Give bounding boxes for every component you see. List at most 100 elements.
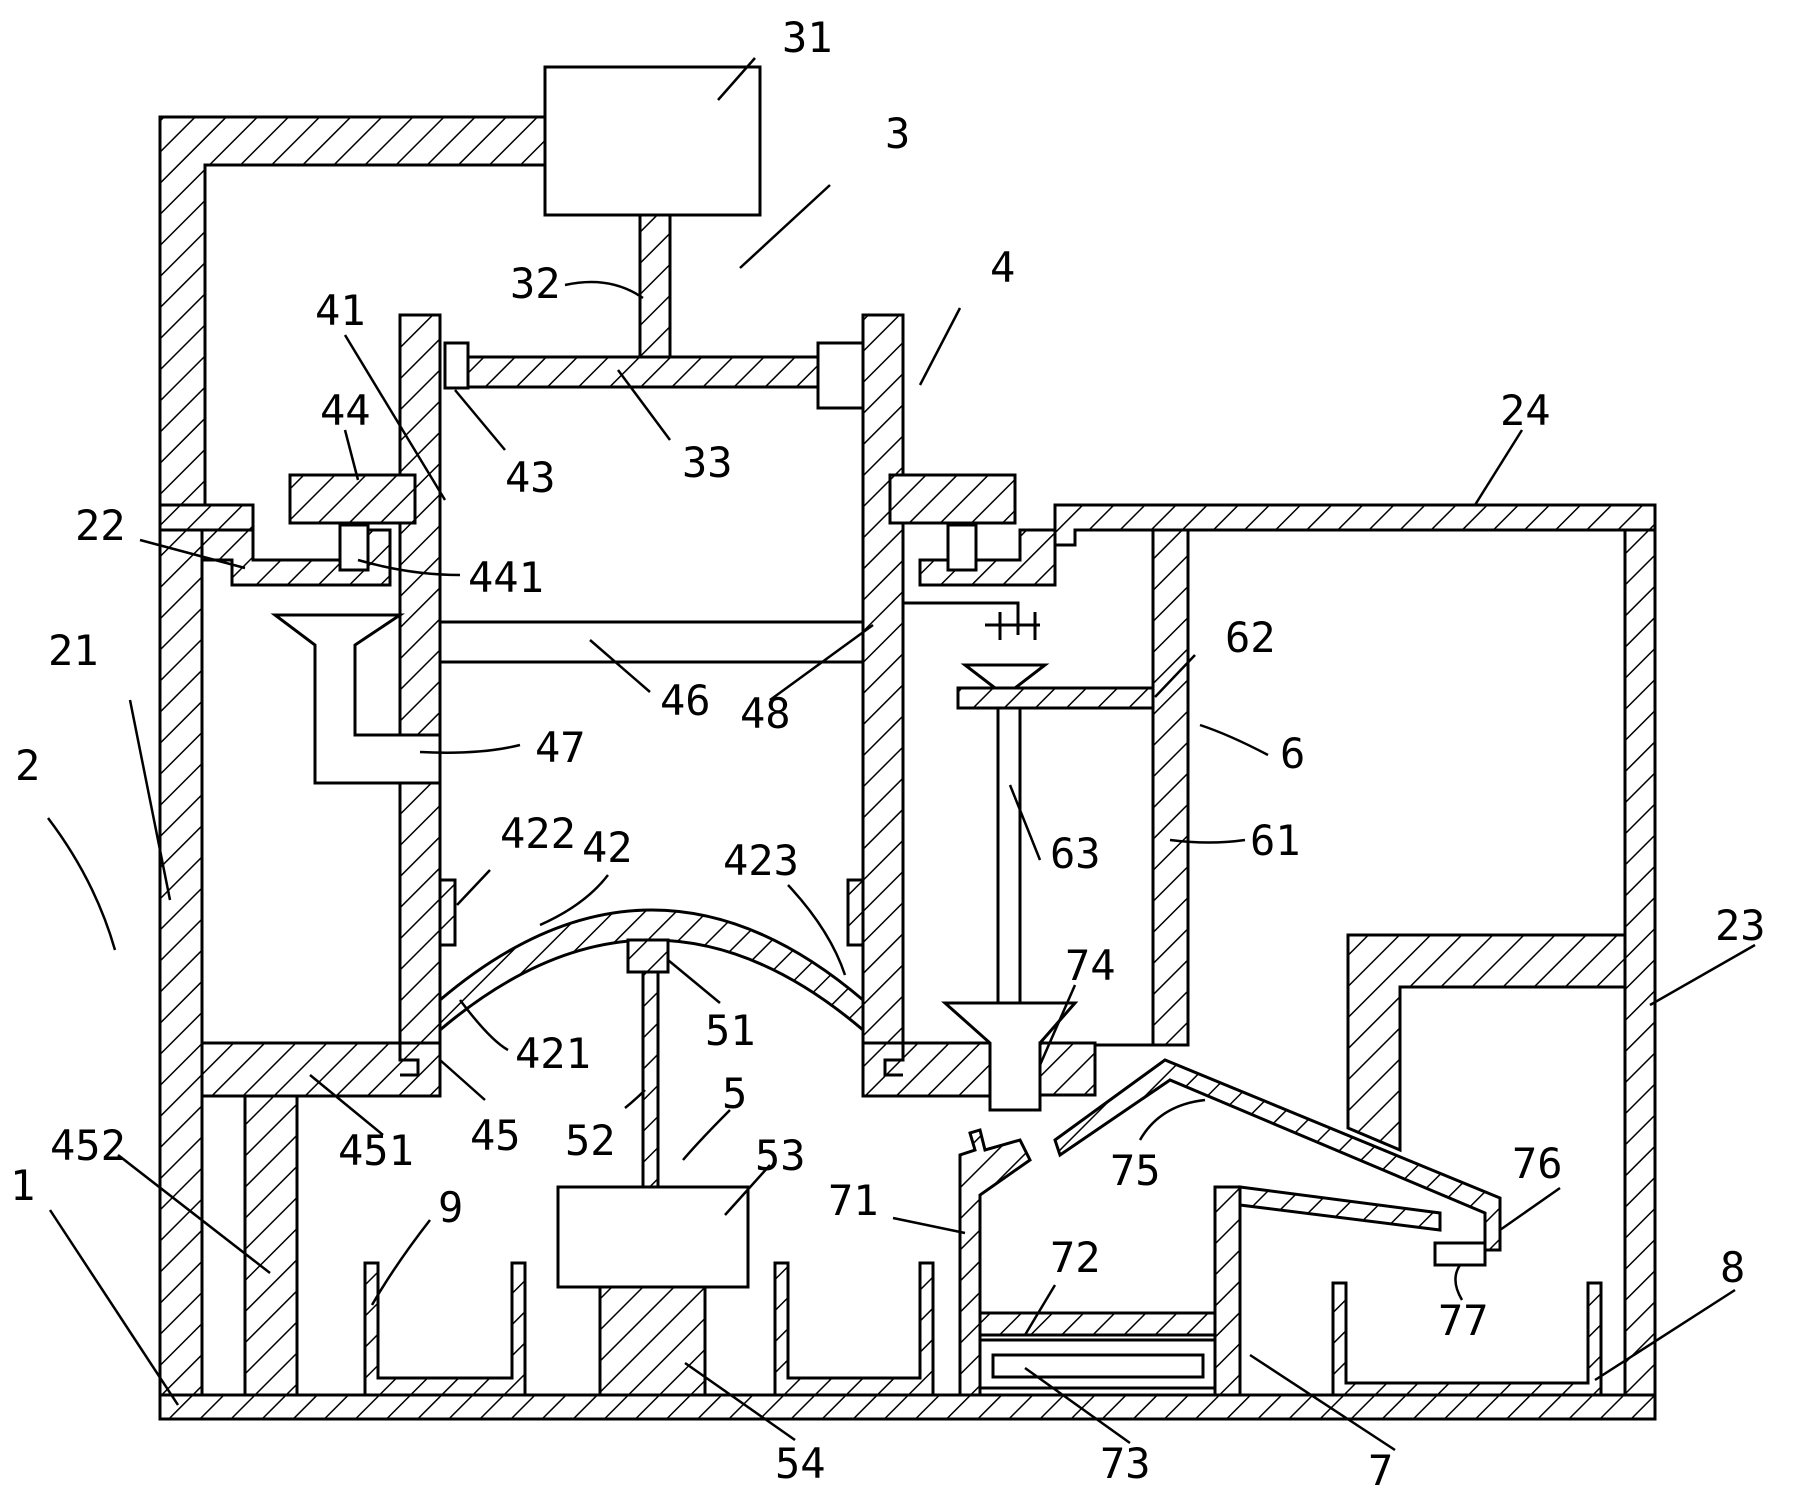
label-62: 62	[1225, 613, 1276, 662]
leader-76	[1499, 1186, 1561, 1232]
label-51: 51	[705, 1006, 756, 1055]
label-52: 52	[565, 1116, 616, 1165]
label-5: 5	[722, 1069, 747, 1118]
leader-21	[128, 699, 172, 901]
label-2: 2	[15, 741, 40, 790]
top-wall-right	[1053, 503, 1657, 547]
leader-52	[624, 1089, 646, 1109]
label-72: 72	[1050, 1233, 1101, 1282]
left-outer-wall	[158, 503, 204, 1397]
label-441: 441	[468, 553, 544, 602]
leader-62	[1154, 654, 1196, 698]
leader-3	[739, 184, 831, 269]
shelf-62	[956, 686, 1155, 710]
label-61: 61	[1250, 816, 1301, 865]
label-451: 451	[338, 1126, 414, 1175]
leader-74	[1038, 984, 1077, 1066]
label-21: 21	[48, 626, 99, 675]
cylinder-left-wall	[398, 313, 442, 1045]
leader-46	[589, 639, 651, 693]
label-47: 47	[535, 723, 586, 772]
label-23: 23	[1715, 901, 1766, 950]
rod-52	[641, 970, 660, 1189]
leader-452	[117, 1154, 271, 1274]
floor-451-left	[200, 1041, 442, 1098]
leader-31	[717, 57, 756, 101]
leader-441	[357, 558, 461, 577]
tray-72	[978, 1311, 1217, 1337]
leader-44	[343, 429, 360, 481]
label-1: 1	[10, 1161, 35, 1210]
leader-32	[564, 280, 644, 300]
chute-71	[958, 1128, 1032, 1397]
label-422: 422	[500, 809, 576, 858]
slider-right	[816, 341, 865, 410]
floor-451-right	[861, 1041, 1000, 1098]
label-31: 31	[782, 13, 833, 62]
bearing-51	[626, 938, 670, 974]
plate-61-base	[1093, 1043, 1153, 1058]
plate-61	[1151, 528, 1190, 1047]
label-73: 73	[1100, 1439, 1151, 1488]
leader-422	[456, 869, 491, 906]
leader-5	[682, 1109, 731, 1161]
label-53: 53	[755, 1131, 806, 1180]
block-74	[1038, 1041, 1097, 1097]
leader-63	[1008, 784, 1042, 861]
cylinder-right-wall	[861, 313, 905, 1045]
leader-54	[684, 1361, 796, 1442]
leader-9	[370, 1219, 431, 1306]
label-76: 76	[1512, 1139, 1563, 1188]
rail-right	[918, 528, 1057, 587]
leader-75	[1138, 1098, 1206, 1141]
leader-73	[1024, 1366, 1131, 1445]
pedestal-54	[598, 1285, 707, 1397]
seal-45-left	[398, 1043, 420, 1077]
label-74: 74	[1065, 941, 1116, 990]
right-outer-wall	[1623, 503, 1657, 1397]
leader-4	[918, 307, 962, 386]
label-9: 9	[438, 1183, 463, 1232]
bracket-423	[846, 878, 865, 947]
label-77: 77	[1438, 1296, 1489, 1345]
block-77	[1433, 1241, 1487, 1267]
column-452	[243, 1094, 299, 1397]
leader-22	[139, 538, 246, 570]
label-423: 423	[723, 836, 799, 885]
label-75: 75	[1110, 1146, 1161, 1195]
leader-43	[454, 389, 506, 451]
label-3: 3	[885, 109, 910, 158]
label-54: 54	[775, 1439, 826, 1488]
label-41: 41	[315, 286, 366, 335]
leader-42	[539, 874, 609, 927]
block-upper-right	[1346, 933, 1627, 1153]
bracket-422	[438, 878, 457, 947]
crossbar-33	[466, 355, 820, 389]
dome-42	[438, 908, 865, 1034]
leader-6	[1199, 723, 1269, 757]
leader-77	[1454, 1264, 1464, 1301]
tray-9-left	[363, 1261, 527, 1397]
funnel-top-63	[960, 663, 1050, 690]
funnel-47	[270, 613, 442, 785]
label-42: 42	[582, 823, 633, 872]
label-7: 7	[1368, 1446, 1393, 1495]
top-wall-left	[158, 503, 255, 532]
label-22: 22	[75, 501, 126, 550]
leader-45	[439, 1059, 486, 1101]
label-44: 44	[320, 386, 371, 435]
label-4: 4	[990, 243, 1015, 292]
leader-1	[48, 1209, 180, 1406]
seal-45-right	[883, 1043, 905, 1077]
hopper-74	[941, 1001, 1079, 1112]
guide-block-44-right	[888, 473, 1017, 525]
shaft-32	[638, 213, 672, 359]
label-48: 48	[740, 689, 791, 738]
leader-53	[724, 1164, 771, 1216]
label-32: 32	[510, 259, 561, 308]
label-45: 45	[470, 1111, 521, 1160]
leader-61	[1169, 838, 1246, 844]
rail-441-right	[946, 523, 978, 572]
label-24: 24	[1500, 386, 1551, 435]
